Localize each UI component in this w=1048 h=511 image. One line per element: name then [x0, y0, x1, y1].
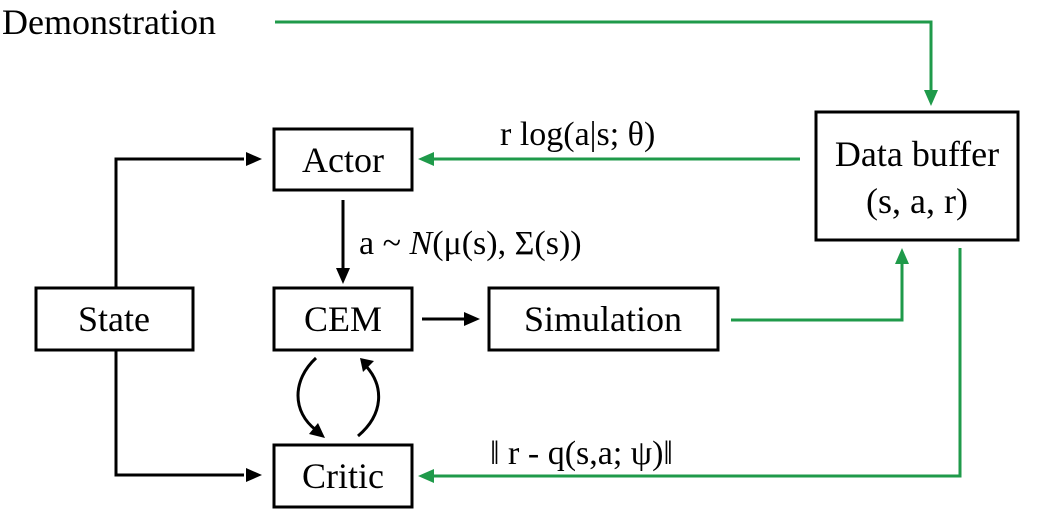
- arrowhead-cem-to-critic: [309, 423, 325, 438]
- action-sample-label: a ~ N(μ(s), Σ(s)): [359, 225, 582, 262]
- simulation-box: [487, 286, 720, 352]
- actor-label: Actor: [302, 140, 384, 180]
- critic-loss-label: ‖ r - q(s,a; ψ)‖: [490, 435, 673, 472]
- arrowhead-cem-to-simulation: [464, 312, 480, 326]
- arrowhead-buffer-to-critic: [418, 469, 434, 483]
- action-sample-dist: N: [409, 225, 435, 262]
- action-sample-suffix: (μ(s), Σ(s)): [432, 225, 581, 262]
- edge-buffer-to-critic: [432, 248, 962, 478]
- critic-label: Critic: [302, 456, 384, 496]
- data-buffer-label: Data buffer: [835, 134, 999, 174]
- edge-critic-to-cem-curve: [357, 364, 380, 438]
- edge-cem-to-critic-curve: [296, 356, 318, 432]
- arrowhead-critic-to-cem: [360, 358, 374, 372]
- arrowhead-state-to-actor: [246, 152, 262, 166]
- cem-box: [272, 286, 414, 352]
- simulation-label: Simulation: [524, 299, 682, 339]
- data-buffer-box: [814, 110, 1020, 242]
- cem-label: CEM: [304, 299, 382, 339]
- edge-demonstration-to-buffer: [275, 20, 933, 94]
- arrowhead-buffer-to-actor: [418, 152, 434, 166]
- edge-state-to-critic: [114, 350, 244, 477]
- arrowhead-simulation-to-buffer: [895, 248, 909, 264]
- data-buffer-tuple-label: (s, a, r): [866, 181, 968, 221]
- edge-state-to-actor: [114, 157, 244, 288]
- arrowhead-demonstration-to-buffer: [924, 90, 938, 106]
- actor-box: [272, 127, 414, 192]
- arrowhead-actor-to-cem: [336, 268, 350, 284]
- edge-simulation-to-buffer: [731, 262, 904, 322]
- state-label: State: [78, 299, 150, 339]
- arrowhead-state-to-critic: [246, 468, 262, 482]
- critic-box: [272, 443, 414, 509]
- demonstration-label: Demonstration: [2, 2, 216, 42]
- action-sample-prefix: a ~: [359, 225, 410, 262]
- policy-loss-label: r log(a|s; θ): [500, 116, 655, 153]
